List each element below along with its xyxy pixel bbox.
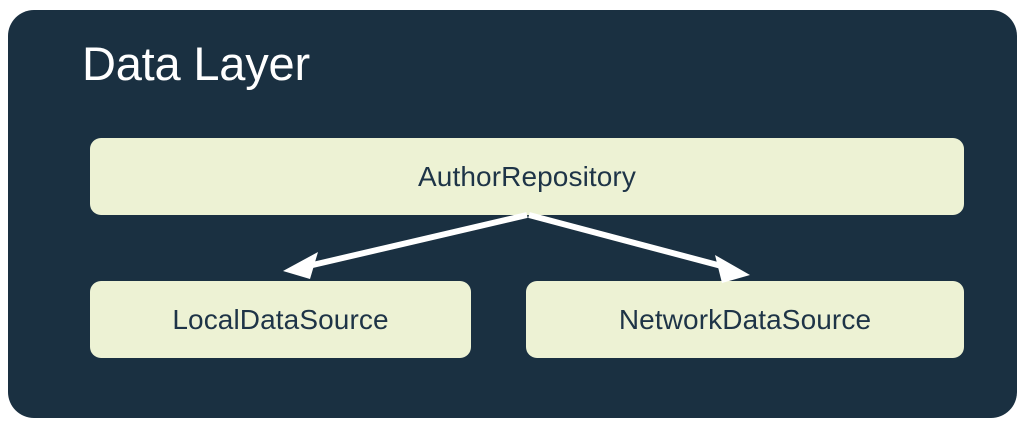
node-local-data-source-label: LocalDataSource: [172, 303, 389, 335]
node-author-repository[interactable]: AuthorRepository: [90, 138, 964, 215]
node-local-data-source[interactable]: LocalDataSource: [90, 281, 471, 358]
page-title: Data Layer: [82, 37, 310, 90]
node-network-data-source-label: NetworkDataSource: [618, 303, 872, 335]
node-network-data-source[interactable]: NetworkDataSource: [526, 281, 964, 358]
node-author-repository-label: AuthorRepository: [418, 160, 636, 192]
